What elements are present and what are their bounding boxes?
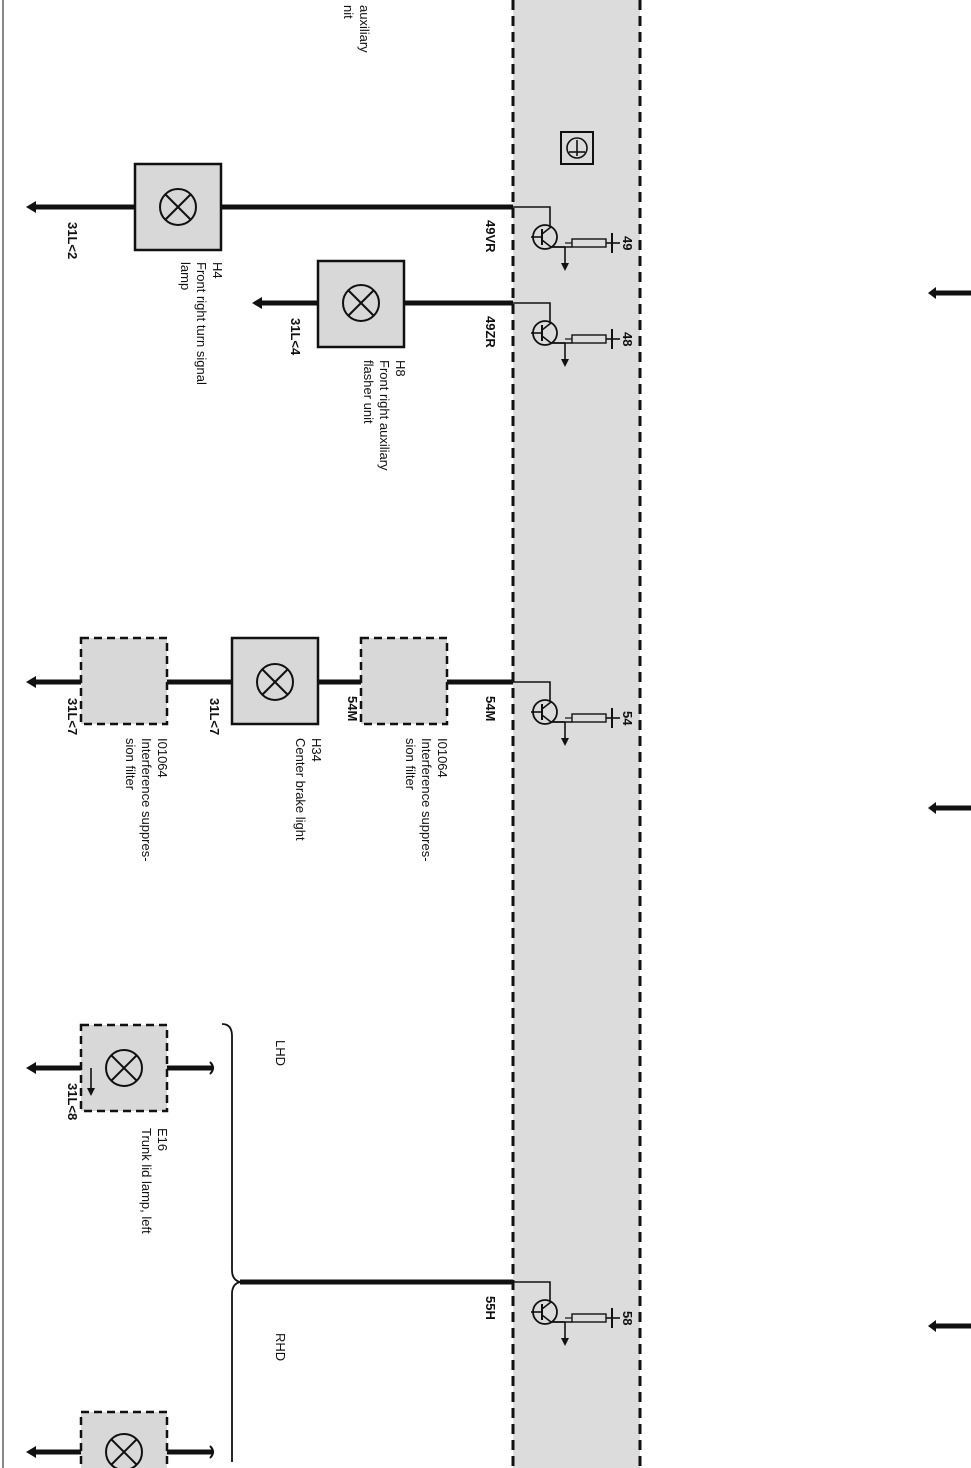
- e16-code: E16: [155, 1128, 170, 1151]
- svg-text:auxiliary: auxiliary: [357, 5, 372, 53]
- control-module: [511, 0, 642, 1468]
- h8-ground-label: 31L<4: [288, 318, 303, 356]
- header-fragment: auxiliary nit: [341, 5, 372, 53]
- pin-58-label: 58: [620, 1311, 635, 1325]
- circuit-h34: 31L<7 I01064 Interference suppres- sion …: [26, 636, 513, 862]
- ground-arrow-icon: [26, 1446, 36, 1458]
- i01064-b-name-line1: Interference suppres-: [419, 738, 434, 862]
- ground-arrow-icon: [26, 201, 36, 213]
- circuit-h4: 31L<2 H4 Front right turn signal lamp 49…: [26, 162, 513, 385]
- i01064-b-code: I01064: [435, 738, 450, 778]
- variant-brace: LHD RHD 55H: [221, 1023, 513, 1462]
- switch-arrow-icon: [87, 1068, 95, 1096]
- transistor-driver-icon: [513, 681, 620, 746]
- ground-connector-right-3: [928, 1320, 971, 1332]
- circuit-e16: 31L<8 E16 Trunk lid lamp, left: [26, 1023, 214, 1234]
- h4-name-line1: Front right turn signal: [194, 262, 209, 385]
- partial-lamp-box: [79, 1410, 169, 1468]
- circuit-h8: 31L<4 H8 Front right auxiliary flasher u…: [252, 259, 513, 471]
- transistor-driver-icon: [513, 302, 620, 367]
- module-symbol-icon: [560, 131, 594, 165]
- transistor-driver-icon: [513, 206, 620, 271]
- h8-code: H8: [393, 360, 408, 377]
- h4-wire-label: 49VR: [483, 220, 498, 253]
- lamp-icon: [105, 1049, 143, 1087]
- svg-text:nit: nit: [341, 5, 356, 19]
- transistor-driver-icon: [513, 1281, 620, 1346]
- ground-arrow-icon: [26, 1062, 36, 1074]
- h34-wire-in-label: 54M: [345, 696, 360, 721]
- h4-name-line2: lamp: [178, 262, 193, 290]
- lhd-label: LHD: [273, 1040, 288, 1066]
- h34-ground-side-label: 31L<7: [207, 698, 222, 735]
- pin-49-label: 49: [620, 236, 635, 250]
- ground-arrow-icon: [252, 297, 262, 309]
- e16-name-line1: Trunk lid lamp, left: [139, 1128, 154, 1234]
- i01064-a-name-line2: sion filter: [123, 738, 138, 791]
- h34-wire-out-label: 54M: [483, 696, 498, 721]
- driver-stages: [513, 206, 620, 1346]
- pin58-wire-label: 55H: [483, 1296, 498, 1320]
- i01064-b-filter-box: [359, 636, 449, 726]
- h8-name-line2: flasher unit: [361, 360, 376, 424]
- h8-wire-label: 49ZR: [483, 316, 498, 348]
- ground-arrow-icon: [26, 676, 36, 688]
- i01064-a-code: I01064: [155, 738, 170, 778]
- lamp-icon: [256, 663, 294, 701]
- h34-name-line1: Center brake light: [293, 738, 308, 841]
- lamp-icon: [342, 284, 380, 322]
- ground-connector-right-1: [928, 287, 971, 299]
- ground-connector-right-2: [928, 802, 971, 814]
- connector-end-icon: [209, 1061, 214, 1075]
- connector-end-icon: [209, 1445, 214, 1459]
- h34-code: H34: [309, 738, 324, 762]
- i01064-b-name-line2: sion filter: [403, 738, 418, 791]
- rhd-label: RHD: [273, 1333, 288, 1361]
- pin-48-label: 48: [620, 332, 635, 346]
- h4-code: H4: [210, 262, 225, 279]
- i01064-a-ground-label: 31L<7: [65, 698, 80, 735]
- h4-ground-label: 31L<2: [65, 222, 80, 259]
- i01064-a-name-line1: Interference suppres-: [139, 738, 154, 862]
- lamp-icon: [159, 188, 197, 226]
- circuit-bottom-partial: [26, 1410, 214, 1468]
- e16-ground-label: 31L<8: [65, 1083, 80, 1120]
- lamp-icon: [105, 1433, 143, 1468]
- i01064-a-filter-box: [79, 636, 169, 726]
- pin-54-label: 54: [620, 711, 635, 726]
- h8-name-line1: Front right auxiliary: [377, 360, 392, 471]
